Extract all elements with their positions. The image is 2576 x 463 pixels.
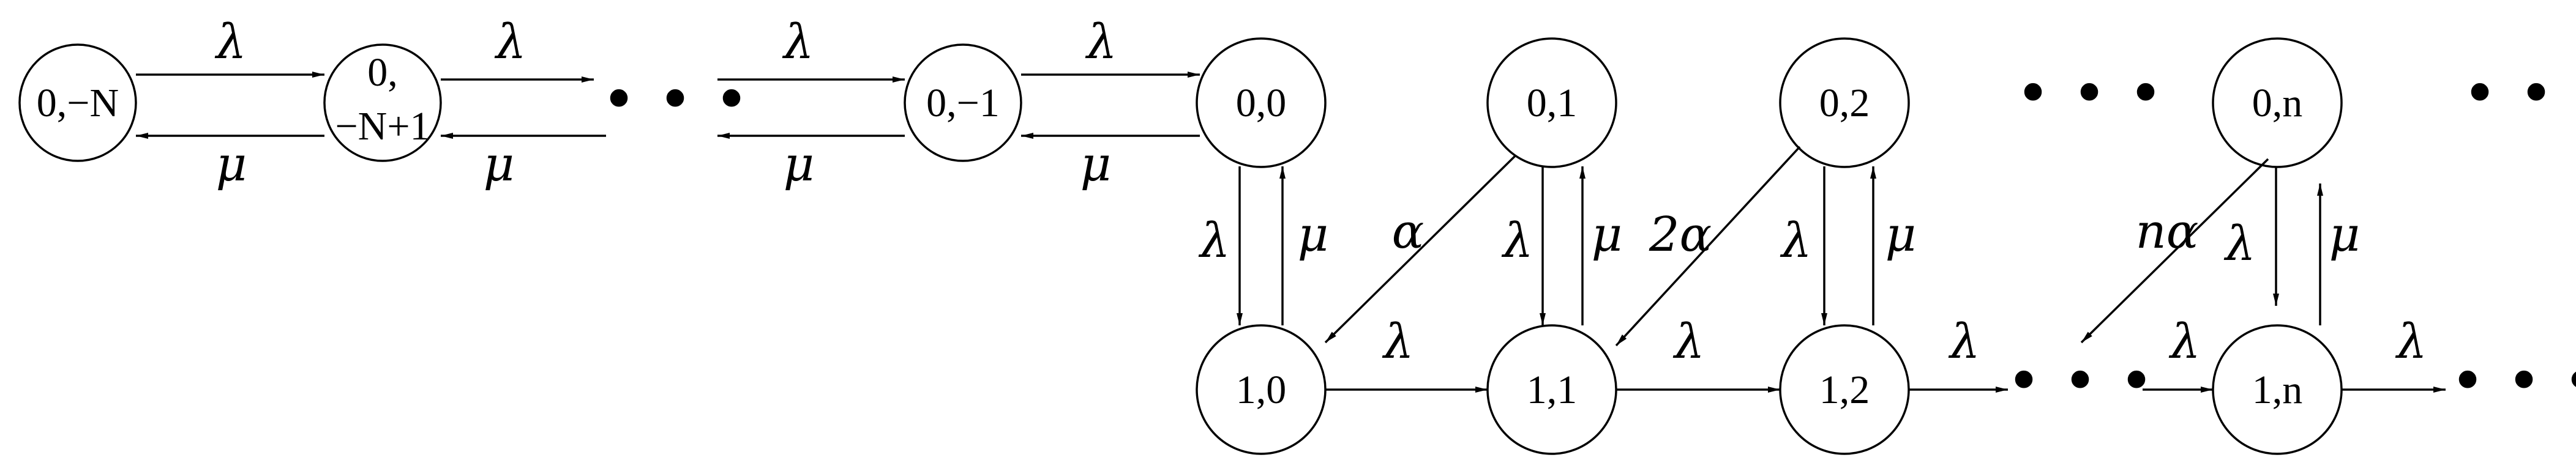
rate-label-lambda: λ [1085, 15, 1117, 70]
rate-label-nalpha: nα [2136, 204, 2199, 259]
node-label: 0,n [2252, 81, 2303, 125]
rate-label-lambda: λ [2395, 314, 2427, 369]
ellipsis-bottom-right: • • • [2455, 338, 2576, 420]
node-0-minus-N: 0,−N [18, 43, 137, 162]
rate-label-lambda: λ [2223, 217, 2255, 272]
rate-label-lambda: λ [1672, 314, 1704, 369]
node-0-0: 0,0 [1196, 37, 1327, 168]
node-label: 0,2 [1819, 81, 1870, 125]
rate-label-lambda: λ [1501, 213, 1533, 269]
edge-arrow-nalpha [2080, 158, 2269, 344]
node-label: −N+1 [335, 104, 430, 149]
rate-label-mu: μ [1080, 137, 1112, 192]
rate-label-2alpha: 2α [1649, 207, 1712, 262]
ellipsis-top-right: • • • [2467, 51, 2576, 132]
rate-label-mu: μ [784, 137, 815, 192]
rate-label-lambda: λ [494, 15, 526, 70]
rate-label-lambda: λ [1382, 314, 1413, 369]
node-label: 0, [367, 50, 398, 95]
node-0-1: 0,1 [1486, 37, 1617, 168]
rate-label-alpha: α [1392, 204, 1425, 259]
node-label: 0,1 [1527, 81, 1578, 125]
ellipsis-top-middle: • • • [2020, 51, 2165, 132]
rate-label-lambda: λ [2168, 314, 2200, 369]
node-label: 1,1 [1527, 368, 1578, 412]
rate-label-lambda: λ [1948, 314, 1980, 369]
rate-label-lambda: λ [782, 15, 814, 70]
rate-label-mu: μ [1592, 207, 1623, 262]
node-label: 0,−1 [926, 81, 1000, 125]
node-label: 1,2 [1819, 368, 1870, 412]
node-0-2: 0,2 [1779, 37, 1910, 168]
node-1-1: 1,1 [1486, 324, 1617, 455]
node-label: 0,0 [1236, 81, 1287, 125]
node-1-n: 1,n [2212, 324, 2343, 455]
node-label: 1,n [2252, 368, 2303, 412]
ellipsis-bottom-middle: • • • [2011, 338, 2155, 420]
node-1-2: 1,2 [1779, 324, 1910, 455]
node-0-minus-1: 0,−1 [904, 43, 1022, 162]
rate-label-lambda: λ [1198, 213, 1230, 269]
rate-label-mu: μ [216, 137, 247, 192]
rate-label-lambda: λ [214, 15, 246, 70]
node-0-n: 0,n [2212, 37, 2343, 168]
rate-label-mu: μ [2329, 207, 2361, 262]
rate-label-mu: μ [1885, 207, 1917, 262]
node-label: 0,−N [37, 81, 119, 125]
node-1-0: 1,0 [1196, 324, 1327, 455]
rate-label-lambda: λ [1780, 213, 1811, 269]
rate-label-mu: μ [484, 137, 515, 192]
edge-arrow-alpha [1324, 155, 1516, 344]
node-label: 1,0 [1236, 368, 1287, 412]
rate-label-mu: μ [1298, 207, 1329, 262]
edge-arrow-2alpha [1615, 146, 1801, 347]
ellipsis-top-left: • • • [606, 57, 751, 138]
node-0-minus-N-plus-1: 0, −N+1 [323, 43, 442, 162]
